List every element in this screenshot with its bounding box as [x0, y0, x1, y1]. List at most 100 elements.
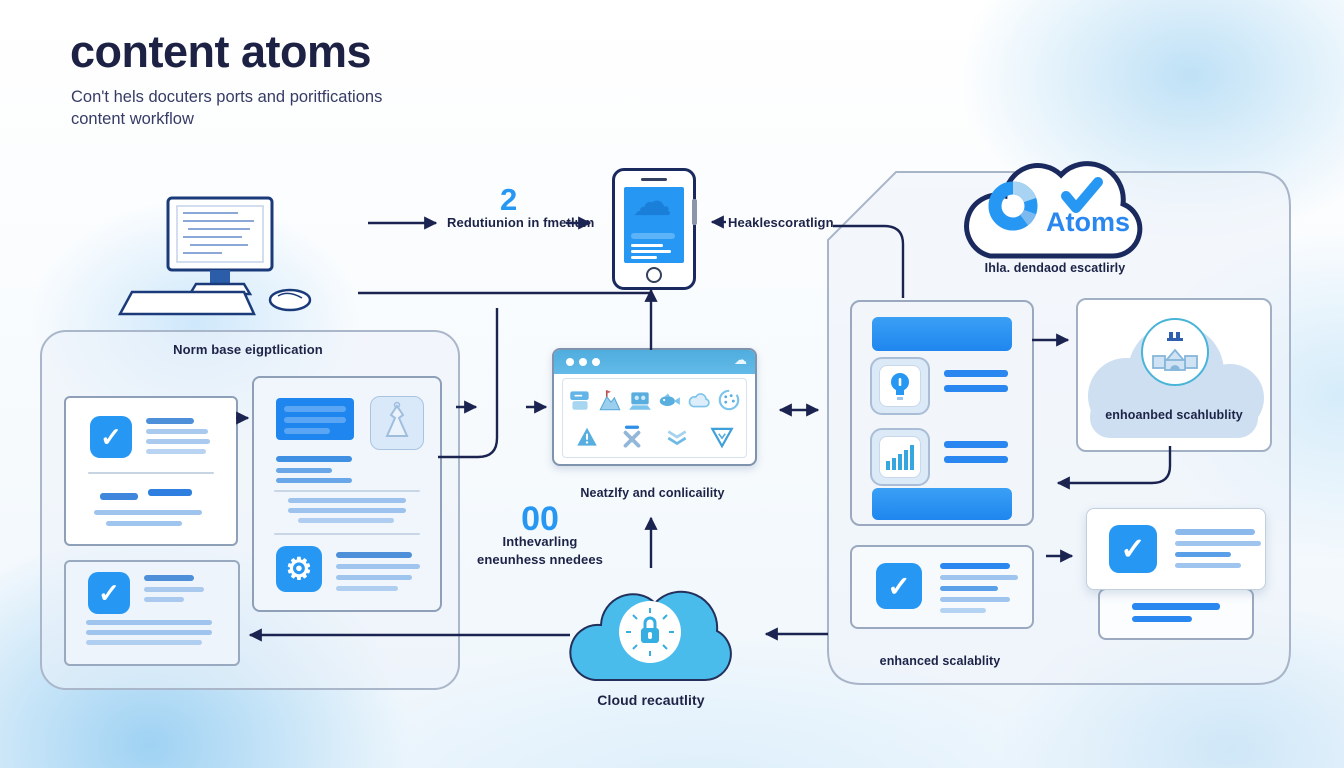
- image-placeholder: [276, 398, 354, 440]
- text-line: [86, 640, 202, 645]
- warning-icon: [574, 424, 600, 450]
- text-line: [144, 597, 184, 602]
- fish-icon: [656, 387, 682, 413]
- text-line: [1175, 541, 1261, 546]
- gear-icon: ⚙: [276, 546, 322, 592]
- monitor-stand: [210, 270, 230, 284]
- content-card: ⚙: [252, 376, 442, 612]
- text-line: [146, 449, 206, 454]
- phone-screen: ☁: [624, 187, 684, 263]
- feature-card: ✓: [850, 545, 1034, 629]
- mountain-flag-icon: [597, 387, 623, 413]
- window-dot: [592, 358, 600, 366]
- desktop-computer-illustration: [110, 196, 330, 318]
- left-panel-title: Norm base eigptlication: [173, 342, 323, 357]
- browser-window: ☁: [552, 348, 757, 466]
- presentation-icon: [627, 387, 653, 413]
- divider: [274, 490, 420, 492]
- donut-chart-icon: [988, 181, 1038, 231]
- content-card: ✓: [64, 396, 238, 546]
- window-dot: [566, 358, 574, 366]
- text-line: [944, 441, 1008, 448]
- text-line: [1175, 552, 1231, 557]
- stat-line2: eneunhess nnedees: [477, 552, 603, 567]
- reduction-number: 2: [500, 182, 518, 217]
- check-icon: ✓: [1109, 525, 1157, 573]
- close-x-icon: [619, 424, 645, 450]
- stat-number: 00: [521, 500, 559, 538]
- security-cloud: [555, 556, 745, 688]
- text-line: [288, 498, 406, 503]
- page-subtitle-line2: content workflow: [71, 110, 194, 128]
- cloud-icon: ☁: [632, 187, 672, 224]
- text-line: [276, 478, 352, 483]
- titlebar-cloud-icon: ☁: [734, 352, 747, 367]
- text-line: [944, 385, 1008, 392]
- text-line: [288, 508, 406, 513]
- text-line: [940, 608, 986, 613]
- shield-triangle-icon: [709, 424, 735, 450]
- phone-side-button: [692, 199, 697, 225]
- dress-icon: [370, 396, 424, 450]
- text-line: [144, 575, 194, 581]
- text-line: [1132, 616, 1192, 622]
- layers-chevron-icon: [664, 424, 690, 450]
- image-bar: [872, 317, 1012, 351]
- text-line: [276, 468, 332, 473]
- phone-home-button: [646, 267, 662, 283]
- scalability-cloud-card: enhoanbed scahlublity: [1076, 298, 1272, 452]
- text-line: [940, 575, 1018, 580]
- text-line: [1175, 529, 1255, 535]
- headless-label: Heaklescoratlign: [728, 215, 834, 230]
- browser-icon-grid: [562, 378, 747, 458]
- feature-card: [850, 300, 1034, 526]
- text-line: [940, 563, 1010, 569]
- text-line: [336, 586, 398, 591]
- window-dot: [579, 358, 587, 366]
- divider: [88, 472, 214, 474]
- feature-card: [1098, 588, 1254, 640]
- text-line: [100, 493, 138, 500]
- bulb-icon: [870, 357, 930, 415]
- text-line: [940, 586, 998, 591]
- atoms-cloud-caption: Ihla. dendaod escatlirly: [984, 261, 1126, 275]
- text-line: [144, 587, 204, 592]
- palette-icon: [716, 387, 742, 413]
- lock-icon: [641, 616, 659, 643]
- content-card: ✓: [64, 560, 240, 666]
- text-line: [1175, 563, 1241, 568]
- enhanced-scalability-caption: enhanced scalablity: [879, 654, 1001, 668]
- reduction-label: Redutiunion in fmetlum: [447, 215, 595, 230]
- text-line: [86, 620, 212, 625]
- check-icon: [1061, 177, 1103, 213]
- browser-caption: Neatzlfy and conlicaility: [580, 486, 725, 500]
- feature-card: ✓: [1086, 508, 1266, 590]
- archive-icon: [567, 387, 593, 413]
- phone-speaker: [641, 178, 667, 181]
- page-title: content atoms: [70, 26, 372, 77]
- text-line: [148, 489, 192, 496]
- cloud-card-caption: enhoanbed scahlublity: [1105, 408, 1243, 422]
- text-line: [146, 429, 208, 434]
- check-icon: ✓: [88, 572, 130, 614]
- check-icon: ✓: [876, 563, 922, 609]
- security-cloud-caption: Cloud recautlity: [597, 692, 705, 708]
- institution-icon: [1141, 318, 1209, 386]
- divider: [274, 533, 420, 535]
- text-line: [276, 456, 352, 462]
- keyboard: [117, 290, 256, 316]
- text-line: [1132, 603, 1220, 610]
- text-line: [940, 597, 1010, 602]
- browser-titlebar: ☁: [554, 350, 755, 374]
- text-line: [336, 575, 412, 580]
- text-line: [146, 439, 210, 444]
- text-line: [86, 630, 212, 635]
- bar-chart-icon: [870, 428, 930, 486]
- image-bar: [872, 488, 1012, 520]
- text-line: [146, 418, 194, 424]
- text-line: [944, 456, 1008, 463]
- text-line: [106, 521, 182, 526]
- cloud-icon: [686, 387, 712, 413]
- text-line: [94, 510, 202, 515]
- check-icon: ✓: [90, 416, 132, 458]
